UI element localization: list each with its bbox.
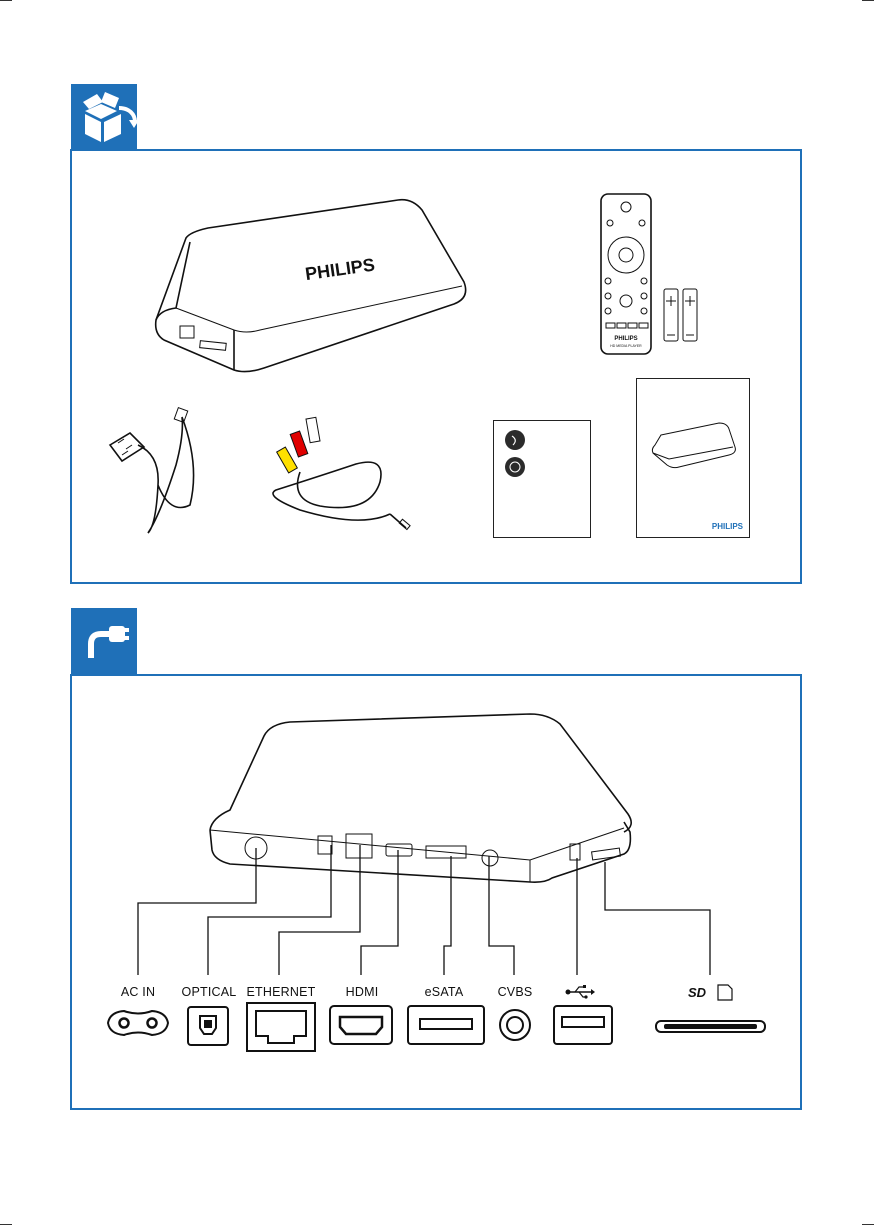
cvbs-port-icon [500,1010,530,1040]
ac-socket-icon [108,1011,168,1035]
hdmi-port-icon [330,1006,392,1044]
sd-slot-icon [656,1021,765,1032]
optical-port-icon [188,1007,228,1045]
ethernet-port-icon [247,1003,315,1051]
esata-port-icon [408,1006,484,1044]
usb-port-icon [554,1006,612,1044]
